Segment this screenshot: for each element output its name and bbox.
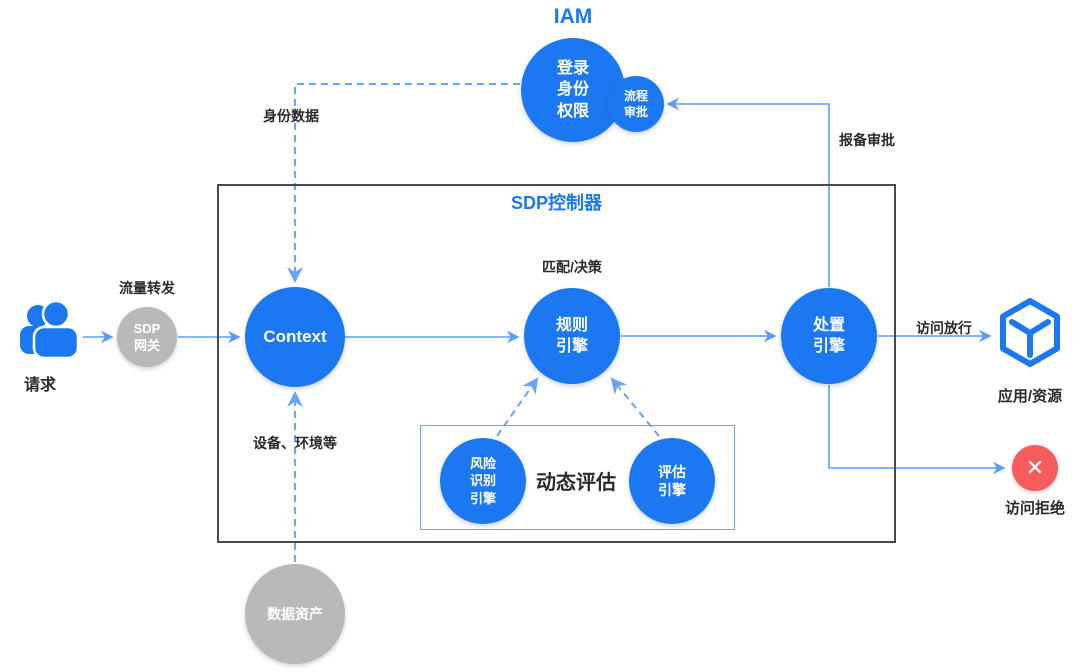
data-asset-node[interactable]: 数据资产 bbox=[245, 564, 345, 664]
dispose-engine-node[interactable]: 处置 引擎 bbox=[781, 288, 877, 384]
identity-data-label: 身份数据 bbox=[263, 108, 319, 124]
report-approval-label: 报备审批 bbox=[839, 132, 895, 148]
cube-hexagon-icon bbox=[995, 295, 1065, 375]
request-label: 请求 bbox=[24, 377, 57, 394]
rule-engine-node[interactable]: 规则 引擎 bbox=[524, 288, 620, 384]
access-allow-label: 访问放行 bbox=[916, 320, 972, 336]
users-icon bbox=[12, 299, 84, 366]
access-deny-label: 访问拒绝 bbox=[1004, 500, 1065, 517]
dynamic-eval-box bbox=[420, 425, 735, 530]
deny-x-glyph: ✕ bbox=[1025, 455, 1045, 480]
context-node[interactable]: Context bbox=[245, 287, 345, 387]
device-env-label: 设备、环境等 bbox=[253, 435, 337, 451]
iam-main-node[interactable]: 登录 身份 权限 bbox=[521, 38, 625, 142]
x-circle-icon: ✕ bbox=[1012, 445, 1058, 491]
sdp-controller-title: SDP控制器 bbox=[510, 193, 602, 213]
sdp-gateway-node[interactable]: SDP 网关 bbox=[117, 307, 177, 367]
risk-engine-node[interactable]: 风险 识别 引擎 bbox=[440, 438, 526, 524]
traffic-forward-label: 流量转发 bbox=[119, 280, 175, 296]
eval-engine-node[interactable]: 评估 引擎 bbox=[629, 438, 715, 524]
sdp-controller-box bbox=[217, 184, 896, 543]
iam-title: IAM bbox=[553, 5, 593, 28]
app-resource-label: 应用/资源 bbox=[997, 388, 1063, 405]
match-decision-label: 匹配/决策 bbox=[542, 259, 602, 275]
dynamic-eval-title: 动态评估 bbox=[536, 472, 616, 494]
iam-approval-node[interactable]: 流程 审批 bbox=[608, 76, 664, 132]
